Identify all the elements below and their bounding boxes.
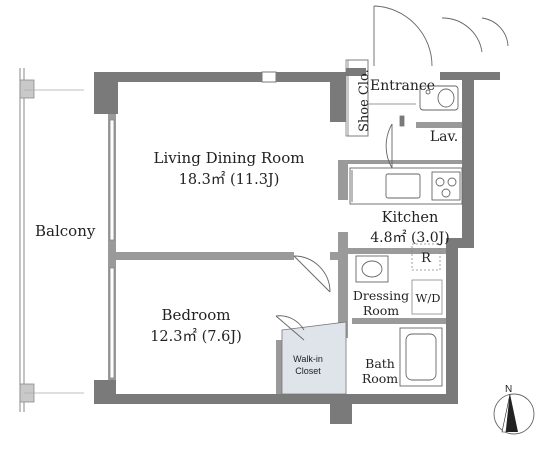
kitchen-area: 4.8㎡ (3.0J) [370, 230, 450, 246]
interior-walls [116, 122, 462, 394]
bedroom-area: 12.3㎡ (7.6J) [150, 328, 242, 345]
window-bedroom [109, 267, 115, 379]
living-room-area: 18.3㎡ (11.3J) [179, 171, 280, 188]
refrigerator-space [411, 243, 441, 271]
walk-in-closet-label-2: Closet [295, 366, 321, 376]
dressing-room-label: Dressing [353, 288, 409, 303]
window-living [109, 119, 115, 241]
bedroom-label: Bedroom [162, 306, 231, 324]
bath-room-label: Bath [365, 356, 395, 371]
balcony-label: Balcony [35, 222, 96, 240]
lavatory-fixtures [419, 85, 459, 111]
washer-space [411, 279, 443, 315]
shoe-closet [347, 59, 369, 137]
walk-in-closet-label: Walk-in [293, 354, 323, 364]
window-top [261, 71, 277, 83]
kitchen-counter [349, 167, 463, 205]
dressing-washbasin [355, 255, 389, 283]
exterior-walls [94, 68, 500, 424]
entrance-label: Entrance [370, 78, 435, 94]
balcony-railing [19, 68, 84, 412]
walk-in-closet [281, 321, 347, 395]
living-room-label: Living Dining Room [154, 149, 305, 167]
north-compass: N [493, 384, 535, 435]
washer-label: W/D [416, 291, 441, 305]
bath-room-label-2: Room [362, 371, 398, 386]
compass-north-label: N [505, 384, 512, 395]
dressing-room-label-2: Room [363, 303, 399, 318]
lavatory-label: Lav. [430, 129, 458, 145]
doors [275, 5, 509, 341]
refrigerator-label: R [421, 251, 432, 266]
shoe-closet-label: Shoe Clo. [357, 69, 372, 132]
kitchen-label: Kitchen [382, 210, 439, 226]
bathtub [399, 327, 443, 387]
